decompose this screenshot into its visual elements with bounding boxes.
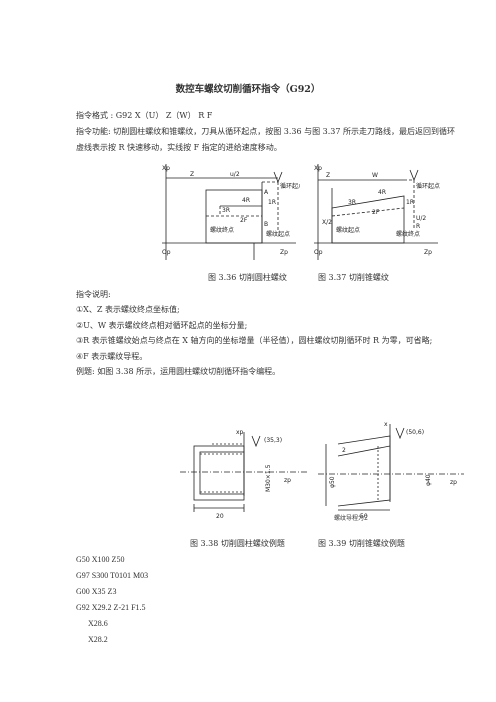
figure-example-cylindrical: xp (35,3) zp M30×1.5 20: [180, 429, 308, 520]
fig4-l2: 2: [342, 447, 346, 454]
fig2-w: W: [372, 172, 378, 179]
code-line-6: X28.2: [88, 635, 108, 644]
fig3-zp: zp: [284, 477, 291, 484]
fig1-b: B: [264, 221, 268, 228]
notes-header: 指令说明:: [76, 290, 111, 299]
note-1: ①X、Z 表示螺纹终点坐标值;: [76, 305, 180, 314]
caption-fig-3-39: 图 3.39 切削锥螺纹例题: [318, 539, 405, 548]
fig1-u2: u/2: [230, 171, 240, 178]
fig2-z: Z: [326, 172, 330, 179]
fig1-2f: 2F: [240, 217, 248, 224]
fig1-thread-start: 螺纹起点: [266, 230, 290, 238]
code-line-3: G00 X35 Z3: [76, 587, 117, 596]
fig4-lead-label: 螺纹导程为2: [334, 515, 368, 522]
figure-cylindrical-thread: Xp Z u/2 4R 3R 2F 1R 循环起点 A B 螺纹终点 螺纹起点 …: [162, 164, 300, 260]
fig4-point: (50,6): [406, 429, 424, 436]
caption-fig-3-38: 图 3.38 切削圆柱螺纹例题: [190, 539, 285, 548]
fig1-3r: 3R: [222, 207, 230, 214]
fig1-z: Z: [190, 171, 194, 178]
fig2-u2: U/2: [416, 215, 426, 222]
fig2-4r: 4R: [378, 189, 386, 196]
note-3: ③R 表示锥螺纹始点与终点在 X 轴方向的坐标增量（半径值），圆柱螺纹切削循环时…: [76, 336, 433, 345]
command-function-line1: 指令功能: 切削圆柱螺纹和锥螺纹，刀具从循环起点，按图 3.36 与图 3.37…: [76, 127, 456, 136]
fig2-thread-end: 螺纹终点: [396, 230, 420, 238]
figure-example-taper: x (50,6) zp φ50 φ40 2 50: [318, 421, 464, 520]
fig2-xp: Xp: [314, 165, 322, 172]
code-line-1: G50 X100 Z50: [76, 555, 125, 564]
code-line-4: G92 X29.2 Z-21 F1.5: [76, 603, 146, 612]
fig4-zp: zp: [450, 479, 457, 486]
fig1-1r: 1R: [268, 199, 276, 206]
fig1-xp: Xp: [162, 165, 170, 172]
fig2-2f: 2F: [372, 209, 380, 216]
fig3-xp: xp: [236, 429, 244, 436]
fig2-zp: Zp: [424, 249, 432, 256]
example-intro: 例题: 如图 3.38 所示，运用圆柱螺纹切削循环指令编程。: [76, 367, 281, 376]
caption-fig-3-36: 图 3.36 切削圆柱螺纹: [208, 273, 287, 282]
fig3-m30: M30×1.5: [265, 464, 272, 492]
fig3-length-20: 20: [216, 513, 224, 520]
fig4-l50: 50: [360, 513, 368, 520]
fig2-r: R: [416, 223, 420, 230]
fig1-zp: Zp: [280, 249, 288, 256]
command-function-line2: 虚线表示按 R 快速移动，实线按 F 指定的进给速度移动。: [76, 143, 282, 152]
fig1-a: A: [264, 189, 269, 196]
page-title: 数控车螺纹切削循环指令（G92）: [175, 84, 321, 95]
caption-fig-3-37: 图 3.37 切削锥螺纹: [318, 273, 389, 282]
code-line-5: X28.6: [88, 619, 108, 628]
fig1-op: Op: [162, 249, 171, 256]
note-2: ②U、W 表示螺纹终点相对循环起点的坐标分量;: [76, 321, 248, 330]
fig2-1r: 1R: [406, 199, 414, 206]
code-line-2: G97 S300 T0101 M03: [76, 571, 149, 580]
command-format: 指令格式 : G92 X（U） Z（W） R F: [76, 111, 213, 120]
fig2-3r: 3R: [348, 199, 356, 206]
figure-taper-thread: Xp Z W 循环起点 4R 3R 2F 1R X/2 U/2 R 螺纹起点 螺…: [314, 164, 440, 260]
fig3-point: (35,3): [264, 437, 282, 444]
fig4-d40: φ40: [425, 474, 432, 486]
fig2-start: 循环起点: [416, 182, 440, 190]
note-4: ④F 表示螺纹导程。: [76, 352, 148, 361]
fig4-x: x: [384, 421, 388, 428]
fig4-d50: φ50: [329, 476, 336, 488]
fig1-end: 螺纹终点: [210, 226, 234, 234]
fig2-thread-start: 螺纹起点: [336, 226, 360, 234]
fig2-x2: X/2: [322, 219, 332, 226]
fig2-op: Op: [314, 249, 323, 256]
fig1-4r: 4R: [242, 197, 250, 204]
fig1-start: 循环起点: [280, 182, 300, 190]
